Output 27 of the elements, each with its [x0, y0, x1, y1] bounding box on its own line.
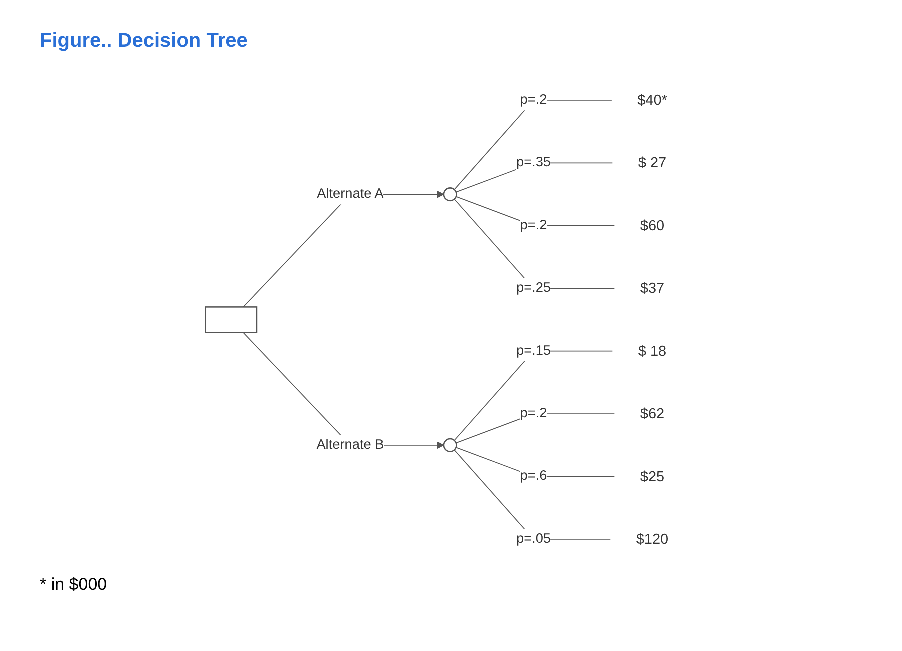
node-text: $37 — [640, 280, 665, 297]
diagram-title: Figure.. Decision Tree — [40, 30, 248, 53]
node-text: $ 27 — [638, 154, 667, 172]
node-box — [205, 306, 258, 334]
connector — [454, 450, 612, 540]
edge-label: p=.2 — [520, 92, 548, 108]
edge-label: p=.2 — [520, 406, 548, 421]
edge-label: p=.35 — [516, 156, 552, 170]
edge-label: Alternate B — [316, 438, 384, 452]
node-text: $ 18 — [638, 343, 667, 360]
node-circle — [443, 188, 458, 202]
edge-label: p=.6 — [520, 469, 548, 484]
edge-label: p=.15 — [516, 344, 552, 358]
node-text: $60 — [640, 218, 665, 234]
edge-label: p=.25 — [516, 280, 552, 296]
node-text: $25 — [640, 468, 665, 485]
node-circle — [443, 438, 458, 452]
edge-label: p=.05 — [516, 532, 552, 546]
edge-label: p=.2 — [520, 218, 548, 233]
connector — [454, 100, 612, 190]
node-text: $40* — [638, 92, 668, 108]
note-text: * in $000 — [40, 575, 108, 595]
node-text: $62 — [640, 406, 665, 422]
connector — [454, 198, 616, 290]
node-text: $120 — [636, 531, 669, 548]
connector — [454, 350, 614, 442]
edge-label: Alternate A — [317, 186, 384, 202]
